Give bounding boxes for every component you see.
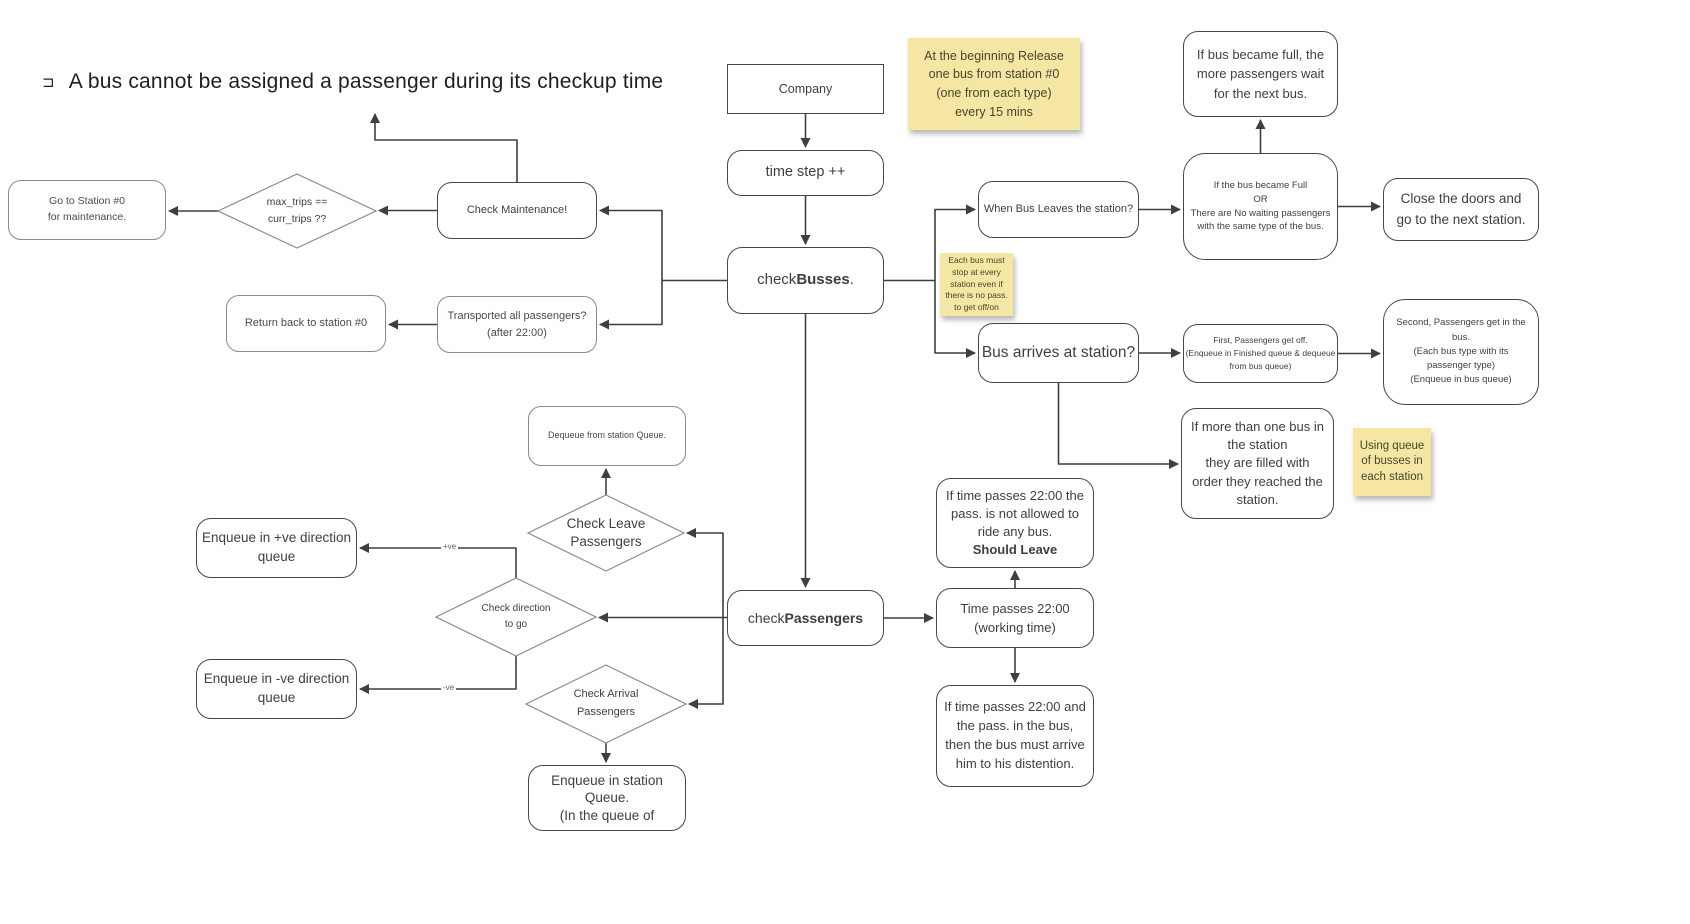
node-enqueue-station-queue[interactable]: Enqueue in station Queue. (In the queue … (528, 765, 686, 831)
edge-checkbusses-transported (599, 280, 663, 330)
edge-label-negative: -ve (441, 683, 457, 692)
node-return-back-station0[interactable]: Return back to station #0 (226, 295, 386, 352)
node-close-doors[interactable]: Close the doors and go to the next stati… (1383, 178, 1539, 241)
edge-checkdirection-enqueuepos (359, 543, 517, 578)
check-busses-suffix: . (849, 271, 854, 289)
check-direction-diamond-shape (434, 577, 598, 657)
node-check-busses[interactable]: check Busses. (727, 247, 884, 314)
edge-checkdirection-enqueueneg (359, 656, 517, 694)
note-stop-every-station[interactable]: Each bus must stop at every station even… (940, 253, 1013, 316)
node-check-leave-decision[interactable]: Check Leave Passengers (566, 516, 646, 549)
node-bus-became-full[interactable]: If bus became full, the more passengers … (1183, 31, 1338, 117)
node-bus-full-or-no-waiting[interactable]: If the bus became Full OR There are No w… (1183, 153, 1338, 260)
title-text: A bus cannot be assigned a passenger dur… (68, 70, 664, 93)
node-when-bus-leaves[interactable]: When Bus Leaves the station? (978, 181, 1139, 238)
title-bullet-icon: ⊐ (42, 74, 55, 91)
max-trips-diamond-shape (216, 173, 378, 249)
node-max-trips-decision[interactable]: max_trips == curr_trips ?? (266, 196, 328, 225)
check-leave-diamond-shape (526, 494, 686, 572)
check-arrival-diamond-shape (524, 664, 688, 744)
node-time-passes-2200[interactable]: Time passes 22:00 (working time) (936, 588, 1094, 648)
node-company[interactable]: Company (727, 64, 884, 114)
node-more-than-one-bus[interactable]: If more than one bus in the station they… (1181, 408, 1334, 519)
node-time-step[interactable]: time step ++ (727, 150, 884, 196)
node-check-direction-decision[interactable]: Check direction to go (481, 603, 551, 630)
node-bus-arrives[interactable]: Bus arrives at station? (978, 323, 1139, 383)
node-pass-not-allowed[interactable]: If time passes 22:00 the pass. is not al… (936, 478, 1094, 568)
node-first-passengers-off[interactable]: First, Passengers get off. (Enqueue in F… (1183, 324, 1338, 383)
check-passengers-bold: Passengers (784, 609, 864, 626)
check-busses-bold: Busses (796, 271, 850, 289)
edge-junction-checkarrival (688, 617, 724, 709)
node-pass-in-bus-after-2200[interactable]: If time passes 22:00 and the pass. in th… (936, 685, 1094, 787)
node-second-passengers-in[interactable]: Second, Passengers get in the bus. (Each… (1383, 299, 1539, 405)
edge-checkbusses-busarrives (934, 280, 976, 358)
note-release-schedule[interactable]: At the beginning Release one bus from st… (908, 38, 1080, 130)
edge-label-positive: +ve (441, 542, 459, 551)
node-check-passengers[interactable]: check Passengers (727, 590, 884, 646)
check-passengers-prefix: check (747, 609, 785, 626)
note-queue-of-busses[interactable]: Using queue of busses in each station (1353, 428, 1431, 496)
edge-checkbusses-maintenance (599, 205, 727, 282)
check-busses-prefix: check (757, 271, 797, 289)
title-note[interactable]: ⊐ A bus cannot be assigned a passenger d… (42, 70, 663, 94)
pass-not-allowed-text: If time passes 22:00 the pass. is not al… (945, 487, 1085, 539)
node-check-arrival-decision[interactable]: Check Arrival Passengers (573, 688, 639, 718)
node-check-maintenance[interactable]: Check Maintenance! (437, 182, 597, 239)
node-enqueue-negative-queue[interactable]: Enqueue in -ve direction queue (196, 659, 357, 719)
node-goto-station-maintenance[interactable]: Go to Station #0 for maintenance. (8, 180, 166, 240)
edge-checkbusses-whenleaves (884, 204, 976, 282)
pass-should-leave: Should Leave (972, 542, 1058, 558)
edge-busarrives-morethanone (1057, 383, 1179, 469)
node-enqueue-positive-queue[interactable]: Enqueue in +ve direction queue (196, 518, 357, 578)
edge-maintenance-title (370, 113, 518, 182)
edge-junction-checkleave (686, 528, 724, 618)
node-transported-all[interactable]: Transported all passengers? (after 22:00… (437, 296, 597, 353)
node-dequeue-station-queue[interactable]: Dequeue from station Queue. (528, 406, 686, 466)
